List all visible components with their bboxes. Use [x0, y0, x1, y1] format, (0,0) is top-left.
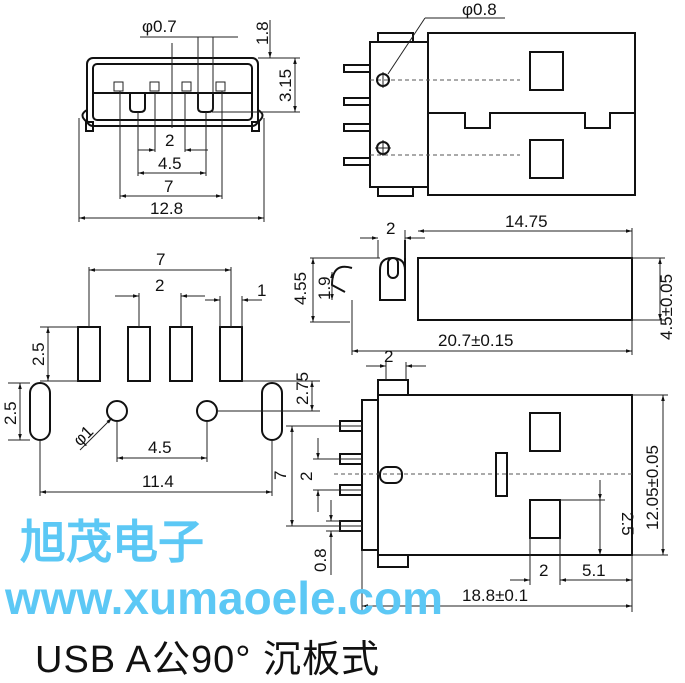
- side-view: 2 14.75 4.55 1.9 4.5±0.05 20.7±0.15: [291, 212, 676, 355]
- dim-14-75: 14.75: [505, 212, 548, 231]
- pin-squares: [113, 81, 226, 92]
- pads: [77, 326, 243, 382]
- drawing-title: USB A公90° 沉板式: [35, 639, 380, 681]
- dim-18-8: 18.8±0.1: [462, 586, 528, 605]
- front-view: φ0.7 1.8 3.15 2 4.5 7 12.8: [78, 17, 300, 222]
- hole-diameter-label: φ0.8: [462, 0, 497, 19]
- watermark-url: www.xumaoele.com: [4, 572, 443, 624]
- pin-diameter-label: φ0.7: [142, 17, 177, 36]
- dim-2-mid: 2: [297, 472, 316, 481]
- bottom-view: 2 7 2 0.8 2.5 12.05±0.05 2 5.1 18.8±0.1: [271, 347, 668, 612]
- dim-4-55: 4.55: [291, 272, 310, 305]
- dim-20-7: 20.7±0.15: [438, 331, 514, 350]
- dim-3-15: 3.15: [276, 69, 295, 102]
- dim-2-5-slot: 2.5: [1, 401, 20, 425]
- top-view: φ0.8: [343, 0, 636, 197]
- dim-2: 2: [155, 276, 164, 295]
- dim-12-8: 12.8: [150, 199, 183, 218]
- dim-1-8: 1.8: [253, 21, 272, 45]
- dim-2-75: 2.75: [293, 372, 312, 405]
- dim-4-5: 4.5: [158, 154, 182, 173]
- dim-7: 7: [164, 177, 173, 196]
- dim-2: 2: [386, 219, 395, 238]
- dim-12-05: 12.05±0.05: [643, 445, 662, 530]
- dim-11-4: 11.4: [142, 472, 174, 491]
- dim-4-5: 4.5: [148, 438, 172, 457]
- dim-2-bottom: 2: [539, 561, 548, 580]
- pins: [339, 420, 363, 532]
- dim-5-1: 5.1: [582, 561, 606, 580]
- pins: [343, 64, 371, 166]
- dim-7: 7: [271, 471, 290, 480]
- pcb-footprint: 7 2 1 2.5 2.5 2.75 φ1 4.5 11.4: [1, 250, 320, 496]
- dim-1-9: 1.9: [315, 276, 334, 300]
- dim-7: 7: [156, 250, 165, 269]
- dim-2-top: 2: [384, 347, 393, 366]
- dim-2: 2: [165, 131, 174, 150]
- dim-2-5-pad: 2.5: [29, 342, 48, 366]
- dim-0-8: 0.8: [311, 548, 330, 572]
- watermark-cn: 旭茂电子: [20, 516, 204, 568]
- dim-2-5: 2.5: [618, 512, 637, 536]
- dim-4-5-tol: 4.5±0.05: [657, 274, 676, 340]
- hole-diameter-label: φ1: [69, 422, 97, 450]
- dim-1: 1: [257, 281, 266, 300]
